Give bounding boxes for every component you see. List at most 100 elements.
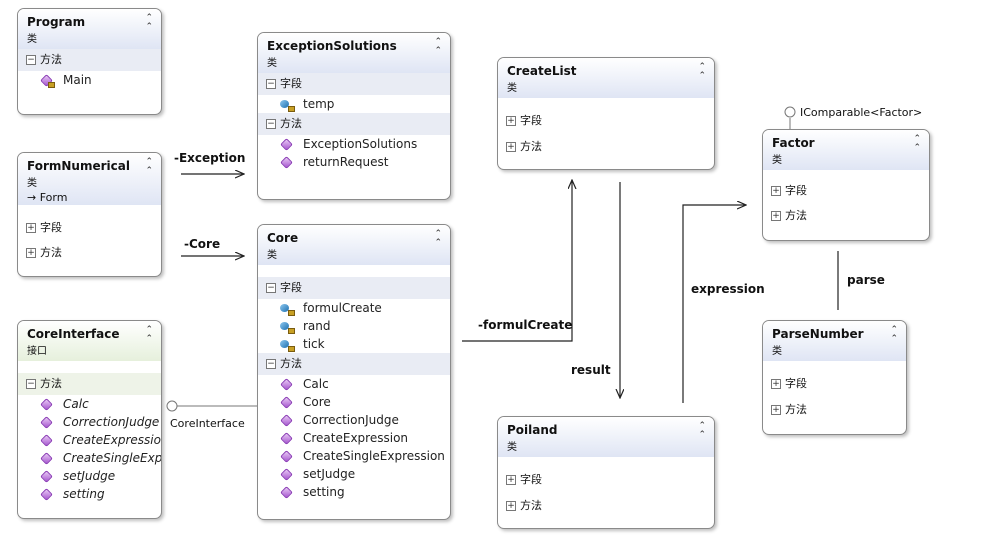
expand-plus-icon[interactable]: + [771,186,781,196]
method-item[interactable]: setJudge [258,465,450,483]
coreinterface-lollipop-circle [166,400,178,412]
method-item[interactable]: Main [18,71,161,89]
parse-label: parse [847,273,885,287]
double-chevron-up-icon[interactable]: ⌃⌃ [698,421,706,440]
program-class-box[interactable]: Program 类 ⌃⌃ −方法 Main [17,8,162,115]
method-item[interactable]: setJudge [18,467,161,485]
fields-section-header[interactable]: −字段 [258,277,450,299]
field-icon [280,322,289,330]
class-stereotype: 接口 [27,346,47,357]
methods-section-header[interactable]: +方法 [763,399,906,421]
fields-section-header[interactable]: +字段 [763,180,929,202]
collapse-minus-icon[interactable]: − [26,55,36,65]
methods-section-header[interactable]: +方法 [498,136,714,158]
field-item[interactable]: temp [258,95,450,113]
poiland-class-box[interactable]: Poiland 类 ⌃⌃ +字段 +方法 [497,416,715,529]
method-icon [280,396,293,409]
class-stereotype: 类 [27,34,37,45]
methods-section-header[interactable]: −方法 [258,353,450,375]
methods-section-header[interactable]: −方法 [18,49,161,71]
method-item[interactable]: Calc [18,395,161,413]
collapse-minus-icon[interactable]: − [266,79,276,89]
coreinterface-interface-box[interactable]: CoreInterface 接口 ⌃⌃ −方法 Calc CorrectionJ… [17,320,162,519]
method-item[interactable]: CreateExpression [18,431,161,449]
method-item[interactable]: setting [258,483,450,501]
double-chevron-up-icon[interactable]: ⌃⌃ [913,134,921,153]
factor-class-box[interactable]: Factor 类 ⌃⌃ +字段 +方法 [762,129,930,241]
expand-plus-icon[interactable]: + [506,501,516,511]
class-title: Poiland [507,423,558,437]
method-icon [40,452,53,465]
expand-plus-icon[interactable]: + [771,379,781,389]
fields-section-header[interactable]: +字段 [18,217,161,239]
double-chevron-up-icon[interactable]: ⌃⌃ [698,62,706,81]
core-label: -Core [184,237,221,251]
collapse-minus-icon[interactable]: − [266,119,276,129]
methods-section-header[interactable]: −方法 [18,373,161,395]
field-item[interactable]: formulCreate [258,299,450,317]
method-item[interactable]: CreateSingleExp... [18,449,161,467]
method-icon [280,468,293,481]
method-item[interactable]: CorrectionJudge [18,413,161,431]
double-chevron-up-icon[interactable]: ⌃⌃ [434,37,442,56]
fields-section-header[interactable]: −字段 [258,73,450,95]
double-chevron-up-icon[interactable]: ⌃⌃ [434,229,442,248]
double-chevron-up-icon[interactable]: ⌃⌃ [145,13,153,32]
methods-section-header[interactable]: −方法 [258,113,450,135]
class-stereotype: 类 [27,178,37,189]
methods-section-header[interactable]: +方法 [763,205,929,227]
field-item[interactable]: rand [258,317,450,335]
field-item[interactable]: tick [258,335,450,353]
core-class-box[interactable]: Core 类 ⌃⌃ −字段 formulCreate rand tick −方法… [257,224,451,520]
createlist-header: CreateList 类 ⌃⌃ [498,58,714,98]
double-chevron-up-icon[interactable]: ⌃⌃ [145,157,153,176]
base-class-label: → Form [27,191,68,204]
methods-section-header[interactable]: +方法 [498,495,714,517]
collapse-minus-icon[interactable]: − [26,379,36,389]
method-icon [280,378,293,391]
expression-label: expression [691,282,765,296]
method-icon [280,414,293,427]
method-item[interactable]: CreateSingleExpression [258,447,450,465]
class-title: CreateList [507,64,577,78]
class-title: Core [267,231,299,245]
method-item[interactable]: ExceptionSolutions [258,135,450,153]
core-header: Core 类 ⌃⌃ [258,225,450,265]
collapse-minus-icon[interactable]: − [266,359,276,369]
expand-plus-icon[interactable]: + [506,142,516,152]
fields-section-header[interactable]: +字段 [763,373,906,395]
class-stereotype: 类 [507,442,517,453]
formnumerical-class-box[interactable]: FormNumerical 类 → Form ⌃⌃ +字段 +方法 [17,152,162,277]
method-item[interactable]: setting [18,485,161,503]
method-item[interactable]: CreateExpression [258,429,450,447]
method-item[interactable]: Calc [258,375,450,393]
collapse-minus-icon[interactable]: − [266,283,276,293]
method-item[interactable]: CorrectionJudge [258,411,450,429]
double-chevron-up-icon[interactable]: ⌃⌃ [145,325,153,344]
method-item[interactable]: Core [258,393,450,411]
expand-plus-icon[interactable]: + [771,405,781,415]
method-icon [40,398,53,411]
coreinterface-lollipop-label: CoreInterface [170,417,245,430]
result-label: result [571,363,611,377]
method-item[interactable]: returnRequest [258,153,450,171]
private-lock-icon [288,310,295,316]
exceptionsolutions-class-box[interactable]: ExceptionSolutions 类 ⌃⌃ −字段 temp −方法 Exc… [257,32,451,200]
createlist-class-box[interactable]: CreateList 类 ⌃⌃ +字段 +方法 [497,57,715,170]
parsenumber-class-box[interactable]: ParseNumber 类 ⌃⌃ +字段 +方法 [762,320,907,435]
poiland-header: Poiland 类 ⌃⌃ [498,417,714,457]
double-chevron-up-icon[interactable]: ⌃⌃ [890,325,898,344]
expand-plus-icon[interactable]: + [26,248,36,258]
method-icon [40,434,53,447]
expand-plus-icon[interactable]: + [506,475,516,485]
fields-section-header[interactable]: +字段 [498,469,714,491]
fields-section-header[interactable]: +字段 [498,110,714,132]
method-icon [280,450,293,463]
expand-plus-icon[interactable]: + [506,116,516,126]
expand-plus-icon[interactable]: + [771,211,781,221]
methods-section-header[interactable]: +方法 [18,242,161,264]
expand-plus-icon[interactable]: + [26,223,36,233]
field-icon [280,340,289,348]
field-icon [280,304,289,312]
